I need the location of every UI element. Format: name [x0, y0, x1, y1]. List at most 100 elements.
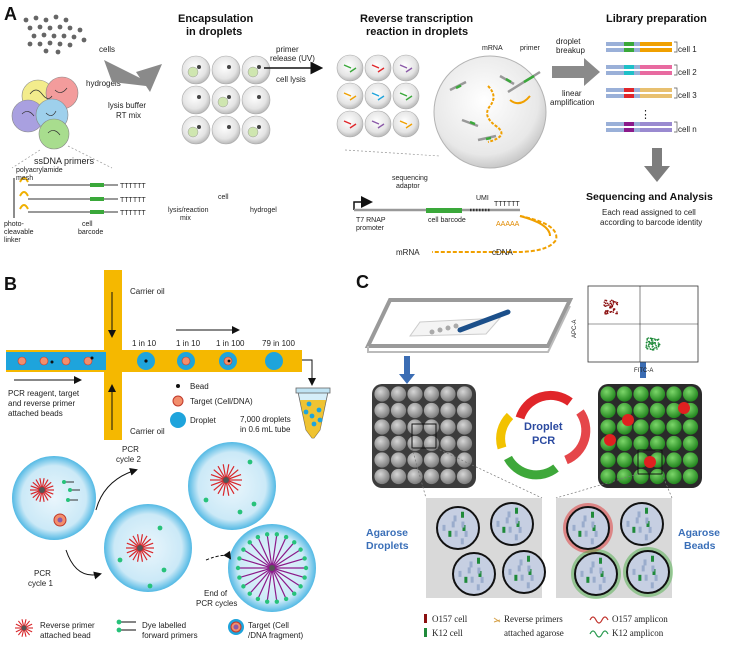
ratio-3: 1 in 100: [216, 339, 245, 348]
flow-dot-red: [616, 312, 618, 315]
flow-dot-green: [647, 340, 650, 343]
library-insert: [640, 94, 672, 98]
zoom-fragment: [527, 555, 531, 562]
grey-droplet: [407, 402, 423, 419]
cell-barcode-label-1: cell: [82, 221, 93, 228]
zoom-fragment: [515, 507, 519, 514]
zoom-fragment: [464, 576, 468, 583]
green-bead: [633, 468, 649, 485]
bead-core: [39, 487, 45, 493]
legend-rev-bead-icon: [15, 619, 33, 637]
green-bead: [682, 386, 699, 402]
cleavable-label: cleavable: [4, 229, 34, 236]
grey-droplet: [407, 419, 423, 435]
leg-rev-1: Reverse primer: [40, 621, 95, 630]
library-title: Library preparation: [606, 13, 707, 25]
tube-label-1: 7,000 droplets: [240, 415, 291, 424]
droplet-pcr-2: PCR: [532, 435, 555, 447]
zoom-fragment: [632, 526, 636, 533]
dye-dot: [117, 557, 123, 563]
flow-dot-red: [610, 299, 613, 302]
grey-droplet: [423, 419, 440, 435]
dye-dot: [161, 567, 167, 573]
green-bead: [682, 419, 699, 435]
cell-dot: [55, 49, 61, 55]
polyT-2: TTTTTT: [120, 197, 146, 204]
grey-droplet: [440, 386, 456, 402]
legend-dye-icon: [116, 619, 136, 633]
zoom-fragment: [592, 525, 596, 531]
zoom-fragment: [442, 524, 446, 531]
ssdna-primer-strands: [13, 177, 118, 218]
zoom-fragment: [451, 521, 455, 528]
library-read: [606, 122, 672, 126]
flow-dot-red: [606, 302, 609, 305]
dye-dot: [255, 596, 261, 602]
rt-strand: [371, 120, 385, 129]
t7-label-1: T7 RNAP: [356, 217, 386, 224]
mrna-label: mRNA: [396, 248, 420, 257]
cell-dot: [61, 33, 67, 39]
grey-droplet: [423, 452, 440, 468]
green-bead: [600, 386, 616, 402]
droplet-breakup-label-1: droplet: [556, 37, 581, 46]
tube: [295, 387, 331, 439]
cell-dot: [33, 15, 39, 21]
legend-bead-core: [21, 625, 27, 631]
green-beads: [600, 386, 699, 485]
grey-droplet: [456, 402, 473, 419]
dye-dot: [237, 556, 242, 561]
primer-spoke: [271, 567, 305, 579]
green-bead: [649, 419, 666, 435]
channel-target: [39, 356, 49, 366]
library-insert: [640, 42, 672, 46]
cell-lysis-label: cell lysis: [276, 75, 306, 84]
library-bracket: [674, 87, 678, 99]
green-bead: [666, 402, 682, 419]
encap-cell: [227, 125, 231, 129]
green-bead: [633, 402, 649, 419]
encap-cell: [257, 65, 261, 69]
dye-dot: [203, 497, 209, 503]
grey-droplet: [374, 386, 390, 402]
flow-dot-red: [613, 308, 615, 311]
flow-dot-green: [646, 339, 648, 341]
grey-droplet: [374, 468, 390, 485]
flow-dot-red: [611, 305, 614, 308]
green-bead: [649, 435, 666, 452]
zoom-fragment: [635, 517, 639, 524]
droplet-breakup-label-2: breakup: [556, 46, 585, 55]
library-insert: [640, 48, 672, 52]
dye-dot: [241, 547, 246, 552]
cell-dot: [63, 17, 69, 23]
cell-dot: [43, 48, 49, 54]
cell-barcode-long-label: cell barcode: [428, 217, 466, 224]
primer-spoke: [249, 541, 273, 569]
dye-dot: [247, 459, 253, 465]
umi-label: UMI: [476, 195, 489, 202]
zoom-fragment: [507, 511, 511, 518]
carrier-oil-bottom: Carrier oil: [130, 427, 165, 436]
dye-dot: [251, 501, 257, 507]
zoom-fragment: [638, 574, 642, 581]
zoom-fragment: [592, 576, 596, 583]
primer-spoke: [243, 549, 273, 569]
green-bead: [616, 386, 633, 402]
flow-dot-red: [615, 302, 618, 305]
flow-dot-red: [613, 301, 616, 303]
channel-bead: [144, 359, 148, 363]
grey-droplet: [390, 419, 407, 435]
library-barcode: [624, 128, 634, 132]
flow-dot-green: [653, 341, 656, 344]
channel-droplet: [265, 352, 283, 370]
grey-droplet: [374, 419, 390, 435]
zoom-fragment: [514, 534, 518, 541]
encap-title-2: in droplets: [186, 26, 242, 38]
primer-spoke: [271, 536, 287, 569]
zoom-fragment: [641, 565, 645, 572]
library-barcode: [624, 122, 634, 126]
grey-droplet: [374, 435, 390, 452]
zoom-fragment: [583, 515, 587, 522]
cell-dot: [57, 41, 63, 47]
